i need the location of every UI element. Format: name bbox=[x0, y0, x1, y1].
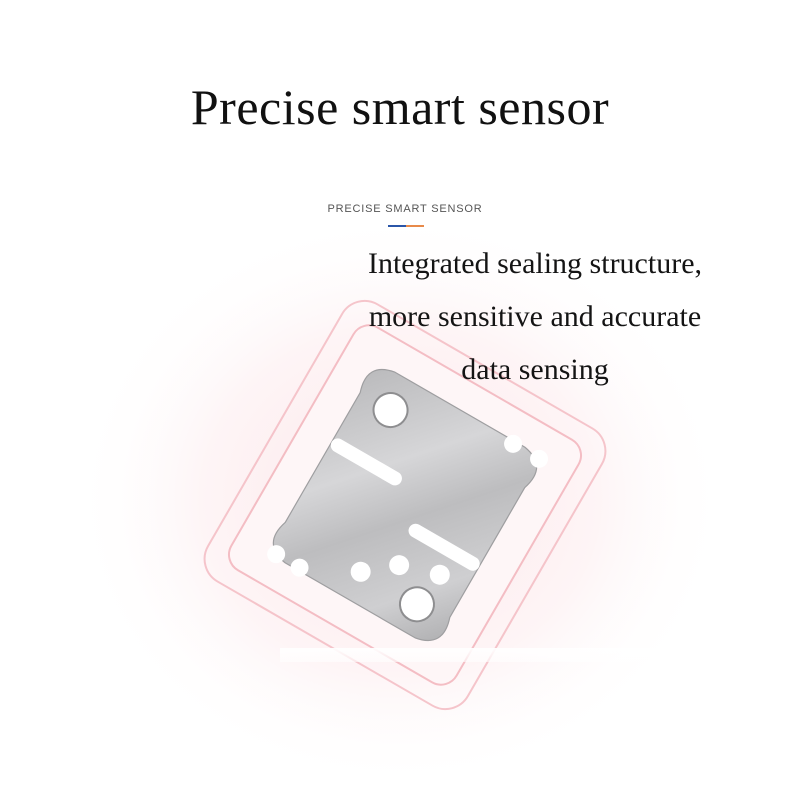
notch-4 bbox=[290, 558, 309, 577]
hole-small-2 bbox=[429, 564, 450, 585]
section-caption: PRECISE SMART SENSOR bbox=[327, 203, 483, 215]
underline-orange bbox=[406, 225, 424, 227]
caption-underline bbox=[388, 225, 424, 227]
hole-small-1 bbox=[389, 555, 410, 576]
feature-description: Integrated sealing structure, more sensi… bbox=[325, 237, 745, 396]
description-line-3: data sensing bbox=[461, 353, 609, 386]
description-line-1: Integrated sealing structure, bbox=[367, 247, 703, 280]
underline-blue bbox=[388, 225, 406, 227]
slot-left bbox=[330, 438, 402, 486]
hole-large-top bbox=[372, 392, 409, 429]
notch-1 bbox=[504, 434, 523, 453]
hole-small-3 bbox=[350, 561, 371, 582]
hole-large-bottom bbox=[398, 586, 435, 623]
notch-3 bbox=[267, 545, 286, 564]
slot-right bbox=[408, 523, 480, 571]
notch-2 bbox=[530, 449, 549, 468]
page-title: Precise smart sensor bbox=[190, 79, 610, 135]
outer-frame bbox=[203, 299, 607, 711]
reflection-band bbox=[280, 648, 800, 662]
description-line-2: more sensitive and accurate bbox=[368, 300, 702, 333]
